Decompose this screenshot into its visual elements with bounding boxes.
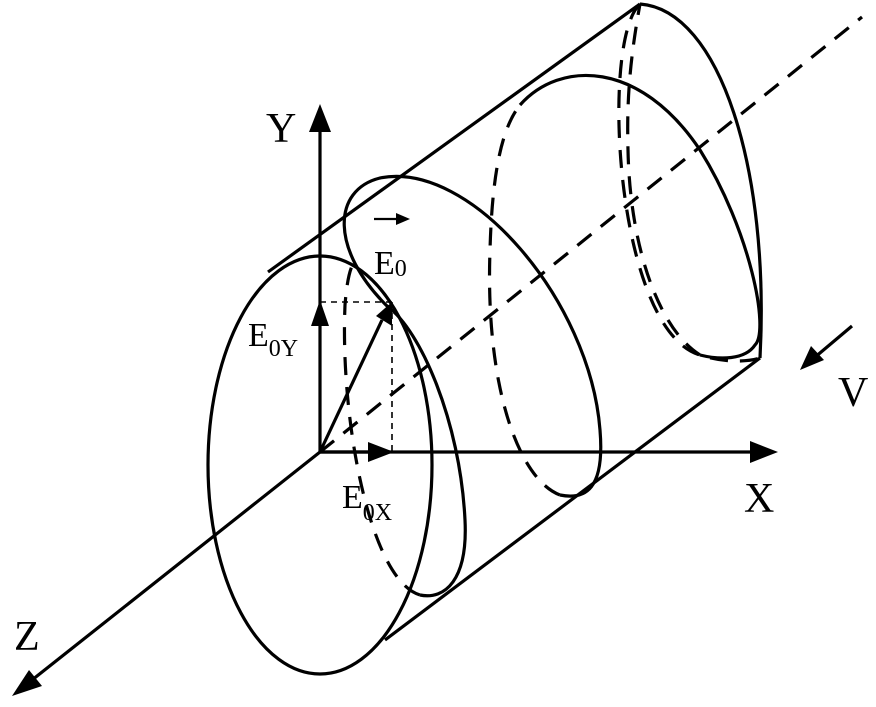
- e0-vector-line: [318, 319, 384, 453]
- x-axis-label: X: [744, 476, 774, 522]
- velocity-label: V: [838, 370, 868, 416]
- e0-label: E0: [374, 245, 407, 282]
- helix-turn-1-visible: [342, 174, 603, 498]
- z-axis-label: Z: [14, 614, 40, 660]
- helix-turn-2-hidden: [487, 104, 561, 497]
- helix-front-hidden: [342, 259, 421, 597]
- back-ellipse-hidden-half: [617, 2, 761, 363]
- helix-turn-2-visible: [518, 73, 762, 360]
- z-axis-line: [31, 450, 321, 682]
- y-axis-label: Y: [266, 106, 296, 152]
- x-axis-arrowhead: [750, 441, 778, 463]
- y-axis-arrowhead: [309, 104, 331, 132]
- propagation-axis: [318, 15, 864, 454]
- e0y-label: E0Y: [248, 317, 298, 362]
- e0x-arrowhead: [368, 442, 394, 462]
- e0y-arrowhead: [311, 300, 329, 326]
- helix-front-visible: [387, 305, 467, 598]
- back-ellipse-front-half: [639, 2, 763, 359]
- z-axis-arrowhead: [12, 670, 42, 696]
- cylinder-bottom-edge: [384, 356, 761, 642]
- cylinder-top-edge: [267, 2, 641, 274]
- v-arrowhead: [800, 346, 824, 370]
- v-arrow-line: [812, 324, 854, 360]
- helix-turn-3-hidden: [626, 3, 701, 357]
- e0x-label: E0X: [342, 479, 392, 526]
- e0-vector-symbol-arrowhead: [396, 213, 410, 225]
- e0-vector-arrowhead: [376, 302, 392, 326]
